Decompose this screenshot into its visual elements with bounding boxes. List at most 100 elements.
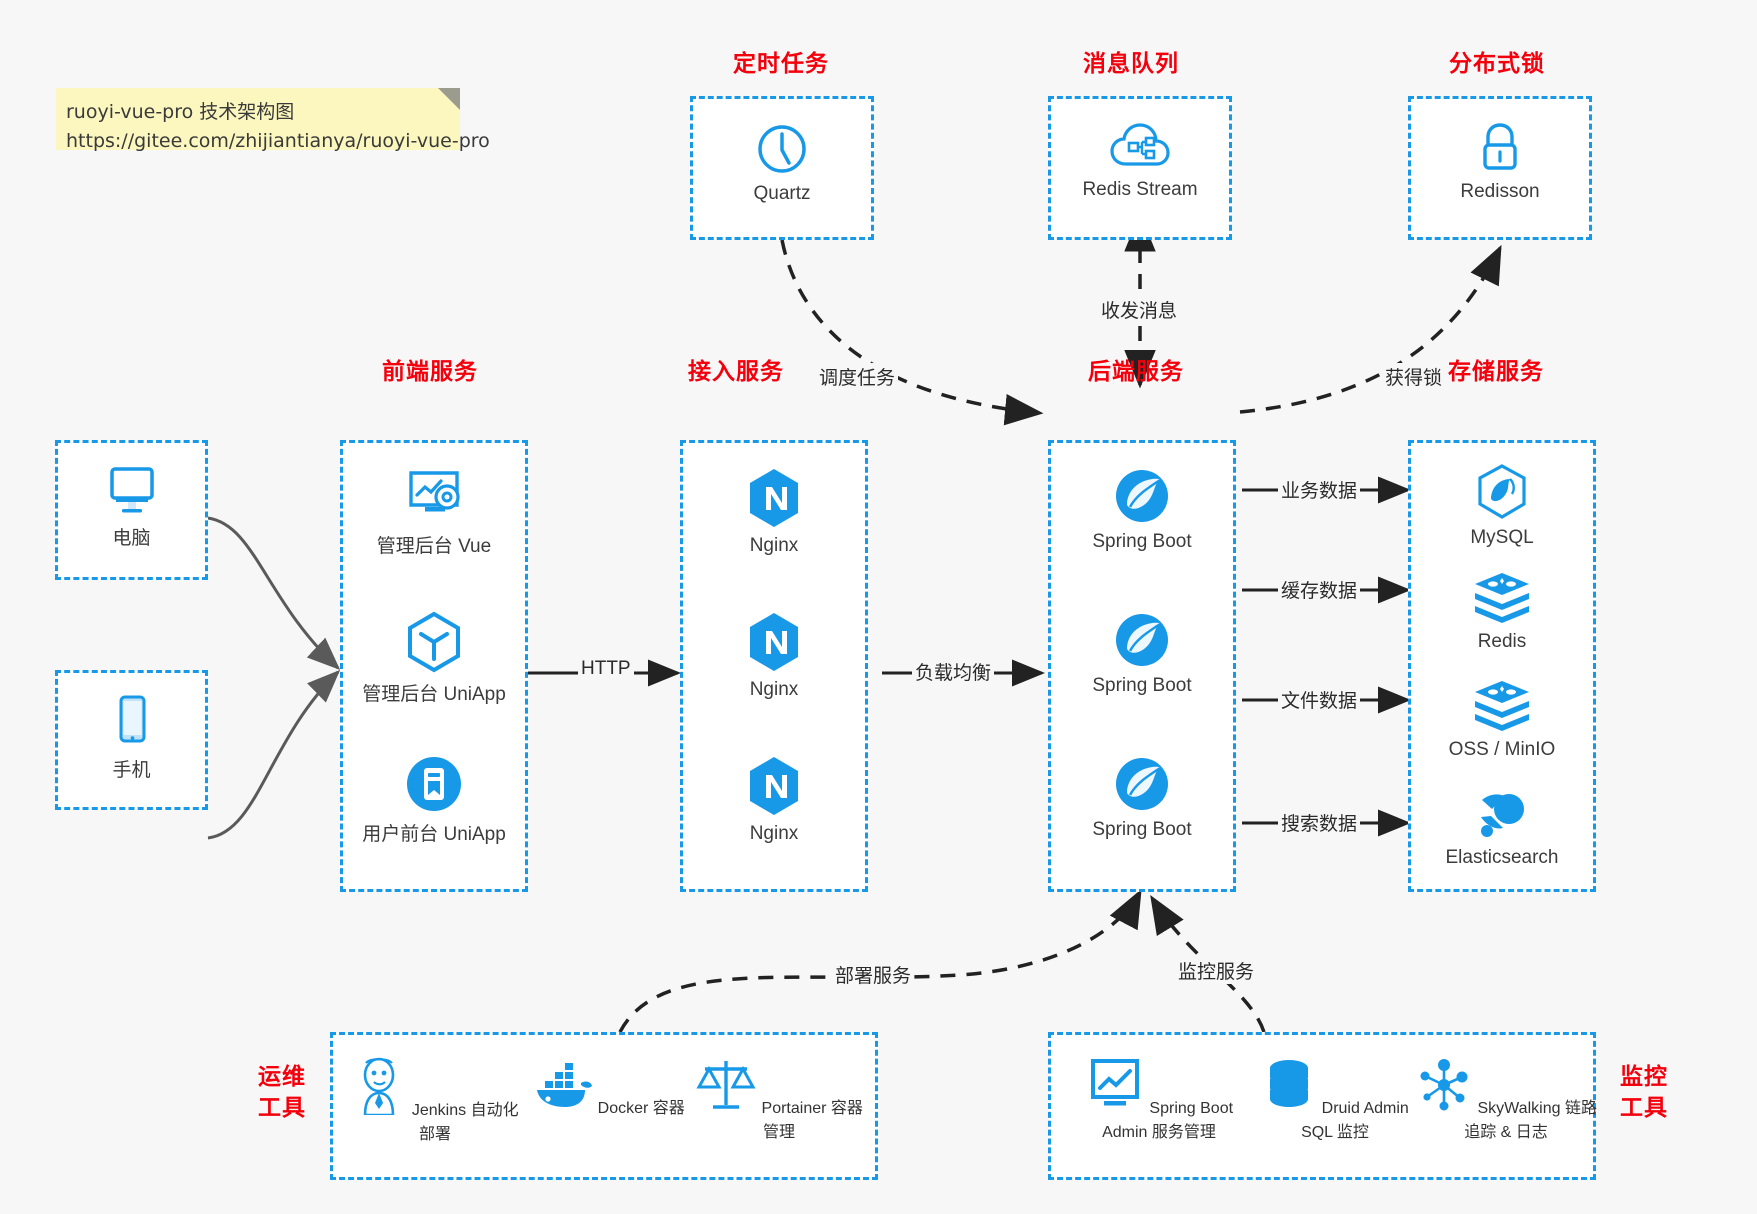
node-docker-label: Docker (597, 1100, 649, 1117)
devops-group-title: 运维 工具 (258, 1062, 306, 1124)
dashboard-gear-icon (343, 467, 525, 525)
node-skywalking-sublabel: 链路追踪 & 日志 (1464, 1100, 1597, 1141)
jenkins-butler-icon (351, 1057, 411, 1119)
monitoring-title-line1: 监控 (1620, 1064, 1668, 1090)
cube-icon (343, 611, 525, 673)
edge-label-business-data: 业务数据 (1278, 476, 1361, 503)
node-skywalking-label: SkyWalking (1477, 1100, 1561, 1117)
node-jenkins-label: Jenkins (411, 1102, 467, 1119)
frontend-box: 管理后台 Vue 管理后台 UniApp 用户前台 UniApp (340, 440, 528, 892)
node-spring-boot-1: Spring Boot (1051, 467, 1233, 553)
node-druid-admin-sublabel: SQL 监控 (1301, 1124, 1369, 1141)
note-title: ruoyi-vue-pro 技术架构图 (66, 101, 295, 123)
node-spring-boot-admin-sublabel: 服务管理 (1151, 1124, 1216, 1141)
edge-label-cache-data: 缓存数据 (1278, 576, 1361, 603)
note-url: https://gitee.com/zhijiantianya/ruoyi-vu… (66, 130, 490, 153)
storage-group-title: 存储服务 (1448, 359, 1544, 385)
monitoring-group-title: 监控 工具 (1620, 1062, 1668, 1124)
clock-icon (693, 121, 871, 177)
edge-label-load-balance: 负载均衡 (912, 658, 995, 685)
node-user-uniapp: 用户前台 UniApp (343, 755, 525, 846)
node-redisson-label: Redisson (1460, 181, 1540, 202)
node-oss-minio-label: OSS / MinIO (1448, 739, 1556, 760)
mobile-app-icon (343, 755, 525, 813)
node-spring-boot-1-label: Spring Boot (1092, 531, 1192, 552)
backend-box: Spring Boot Spring Boot Spring Boot (1048, 440, 1236, 892)
spring-leaf-icon (1051, 611, 1233, 669)
node-portainer-label: Portainer (761, 1100, 827, 1117)
scales-balance-icon (695, 1061, 761, 1117)
edge-label-http: HTTP (578, 658, 634, 680)
sticky-note: ruoyi-vue-pro 技术架构图 https://gitee.com/zh… (56, 88, 490, 152)
node-docker-sublabel: 容器 (652, 1100, 685, 1117)
node-redis-label: Redis (1477, 631, 1527, 652)
devops-box: Jenkins 自动化部署 Docker 容器 (330, 1032, 878, 1180)
padlock-icon (1411, 121, 1589, 175)
docker-whale-icon (529, 1063, 597, 1117)
distributed-lock-group-title: 分布式锁 (1449, 51, 1545, 77)
spring-leaf-icon (1051, 467, 1233, 525)
node-jenkins-sublabel: 自动化部署 (418, 1102, 519, 1143)
cloud-stream-icon (1051, 121, 1229, 173)
node-elasticsearch-label: Elasticsearch (1445, 847, 1559, 868)
node-pc: 电脑 (58, 465, 205, 550)
node-pc-label: 电脑 (112, 528, 151, 549)
node-quartz-label: Quartz (753, 183, 811, 204)
database-cylinder-icon (1261, 1060, 1321, 1117)
node-redis: Redis (1411, 571, 1593, 653)
edge-label-send-receive-message: 收发消息 (1098, 296, 1181, 323)
node-mobile: 手机 (58, 695, 205, 782)
node-nginx-2: Nginx (683, 611, 865, 701)
scheduler-box: Quartz (690, 96, 874, 240)
frontend-group-title: 前端服务 (382, 359, 478, 385)
client-pc-box: 电脑 (55, 440, 208, 580)
node-druid-admin-label: Druid Admin (1321, 1100, 1409, 1117)
node-docker: Docker 容器 (519, 1057, 695, 1118)
node-redis-stream: Redis Stream (1051, 121, 1229, 201)
edge-label-schedule-task: 调度任务 (816, 363, 899, 390)
note-fold-corner (438, 88, 460, 110)
nginx-icon (683, 467, 865, 529)
scheduler-group-title: 定时任务 (733, 51, 829, 77)
node-portainer: Portainer 容器管理 (691, 1057, 867, 1142)
nginx-icon (683, 755, 865, 817)
message-queue-group-title: 消息队列 (1083, 51, 1179, 77)
backend-group-title: 后端服务 (1088, 359, 1184, 385)
node-mobile-label: 手机 (112, 760, 151, 781)
spring-leaf-icon (1051, 755, 1233, 813)
node-nginx-3: Nginx (683, 755, 865, 845)
edge-label-search-data: 搜索数据 (1278, 809, 1361, 836)
node-admin-vue-label: 管理后台 Vue (376, 536, 492, 557)
skywalking-nodes-icon (1415, 1059, 1477, 1117)
smartphone-icon (58, 695, 205, 749)
node-spring-boot-3: Spring Boot (1051, 755, 1233, 841)
message-queue-box: Redis Stream (1048, 96, 1232, 240)
edge-label-acquire-lock: 获得锁 (1382, 363, 1446, 390)
node-druid-admin: Druid Admin SQL 监控 (1247, 1057, 1423, 1142)
wire-acquire-lock (1239, 244, 1502, 414)
gateway-group-title: 接入服务 (688, 359, 784, 385)
node-mysql: MySQL (1411, 463, 1593, 549)
monitoring-title-line2: 工具 (1620, 1095, 1668, 1122)
node-skywalking: SkyWalking 链路追踪 & 日志 (1413, 1057, 1599, 1142)
elasticsearch-icon (1411, 787, 1593, 841)
edge-label-deploy-service: 部署服务 (832, 961, 915, 988)
node-user-uniapp-label: 用户前台 UniApp (362, 824, 506, 845)
node-portainer-sublabel: 容器管理 (762, 1100, 863, 1141)
edge-label-monitor-service: 监控服务 (1175, 957, 1258, 984)
node-spring-boot-admin: Spring Boot Admin 服务管理 (1061, 1057, 1257, 1142)
node-nginx-1-label: Nginx (749, 535, 799, 556)
monitoring-box: Spring Boot Admin 服务管理 Druid Admin SQL 监… (1048, 1032, 1599, 1180)
node-spring-boot-2-label: Spring Boot (1092, 675, 1192, 696)
node-elasticsearch: Elasticsearch (1411, 787, 1593, 869)
wire-pc-to-frontend (207, 516, 341, 671)
node-admin-uniapp: 管理后台 UniApp (343, 611, 525, 706)
node-jenkins: Jenkins 自动化部署 (347, 1057, 523, 1144)
node-admin-vue: 管理后台 Vue (343, 467, 525, 558)
wire-mobile-to-frontend (207, 669, 341, 840)
node-mysql-label: MySQL (1470, 527, 1534, 548)
node-redis-stream-label: Redis Stream (1082, 179, 1198, 200)
node-nginx-3-label: Nginx (749, 823, 799, 844)
node-admin-uniapp-label: 管理后台 UniApp (362, 684, 506, 705)
